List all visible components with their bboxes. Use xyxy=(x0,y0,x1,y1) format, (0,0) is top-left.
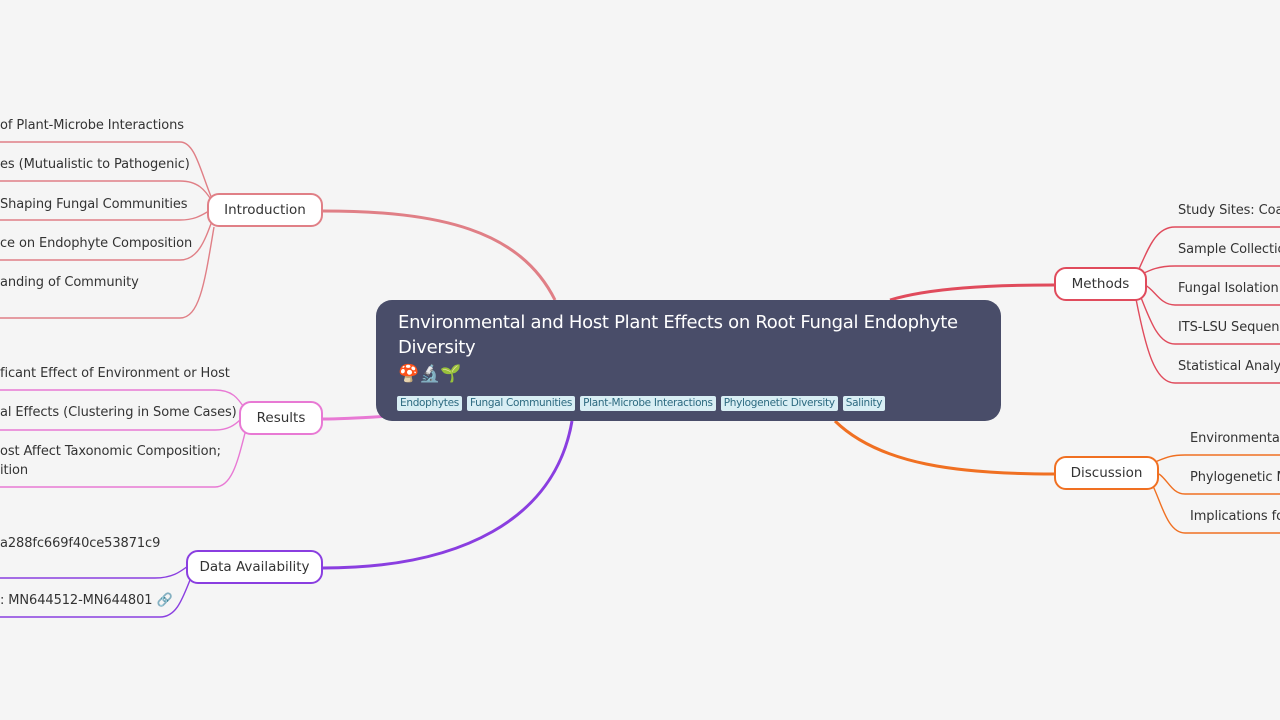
center-topic-emoji: 🍄🔬🌱 xyxy=(398,364,462,384)
leaf-discussion-1[interactable]: Environmental xyxy=(1190,431,1280,446)
tag-fungal-communities[interactable]: Fungal Communities xyxy=(466,396,576,411)
leaf-results-1[interactable]: ficant Effect of Environment or Host xyxy=(0,366,230,381)
branch-node-introduction[interactable]: Introduction xyxy=(207,193,323,227)
leaf-results-3-line2[interactable]: ition xyxy=(0,463,29,478)
edge-center-data xyxy=(322,420,574,570)
edge-center-introduction xyxy=(322,209,557,301)
center-topic-title: Environmental and Host Plant Effects on … xyxy=(398,312,958,358)
leaf-methods-4[interactable]: ITS-LSU Sequenc xyxy=(1178,320,1280,335)
leaf-discussion-3[interactable]: Implications fo xyxy=(1190,509,1280,524)
leaf-introduction-5[interactable]: anding of Community xyxy=(0,275,139,290)
leaf-methods-1[interactable]: Study Sites: Coas xyxy=(1178,203,1280,218)
leaf-introduction-2[interactable]: es (Mutualistic to Pathogenic) xyxy=(0,157,190,172)
center-topic-node[interactable]: Environmental and Host Plant Effects on … xyxy=(376,300,1001,421)
leaf-discussion-2[interactable]: Phylogenetic M xyxy=(1190,470,1280,485)
leaf-introduction-4[interactable]: ce on Endophyte Composition xyxy=(0,236,193,251)
leaf-data-availability-1[interactable]: a288fc669f40ce53871c9 xyxy=(0,536,161,551)
leaf-results-2[interactable]: al Effects (Clustering in Some Cases) xyxy=(0,405,237,420)
branch-node-methods[interactable]: Methods xyxy=(1054,267,1147,301)
leaf-results-3-line1[interactable]: ost Affect Taxonomic Composition; xyxy=(0,444,221,459)
tag-salinity[interactable]: Salinity xyxy=(842,396,886,411)
branch-node-discussion[interactable]: Discussion xyxy=(1054,456,1159,490)
tag-plant-microbe-interactions[interactable]: Plant-Microbe Interactions xyxy=(580,396,716,411)
branch-node-results[interactable]: Results xyxy=(239,401,323,435)
tag-phylogenetic-diversity[interactable]: Phylogenetic Diversity xyxy=(720,396,838,411)
tag-endophytes[interactable]: Endophytes xyxy=(397,396,462,411)
leaf-data-availability-2[interactable]: : MN644512-MN644801 🔗 xyxy=(0,593,173,608)
leaf-methods-5[interactable]: Statistical Analys xyxy=(1178,359,1280,374)
branch-node-data-availability[interactable]: Data Availability xyxy=(186,550,323,584)
edge-center-methods xyxy=(889,283,1055,302)
leaf-introduction-3[interactable]: Shaping Fungal Communities xyxy=(0,197,188,212)
leaf-methods-2[interactable]: Sample Collectio xyxy=(1178,242,1280,257)
leaf-introduction-1[interactable]: of Plant-Microbe Interactions xyxy=(0,118,184,133)
tag-list: Endophytes Fungal Communities Plant-Micr… xyxy=(397,396,886,411)
leaf-methods-3[interactable]: Fungal Isolation a xyxy=(1178,281,1280,296)
edge-center-discussion xyxy=(833,419,1055,476)
